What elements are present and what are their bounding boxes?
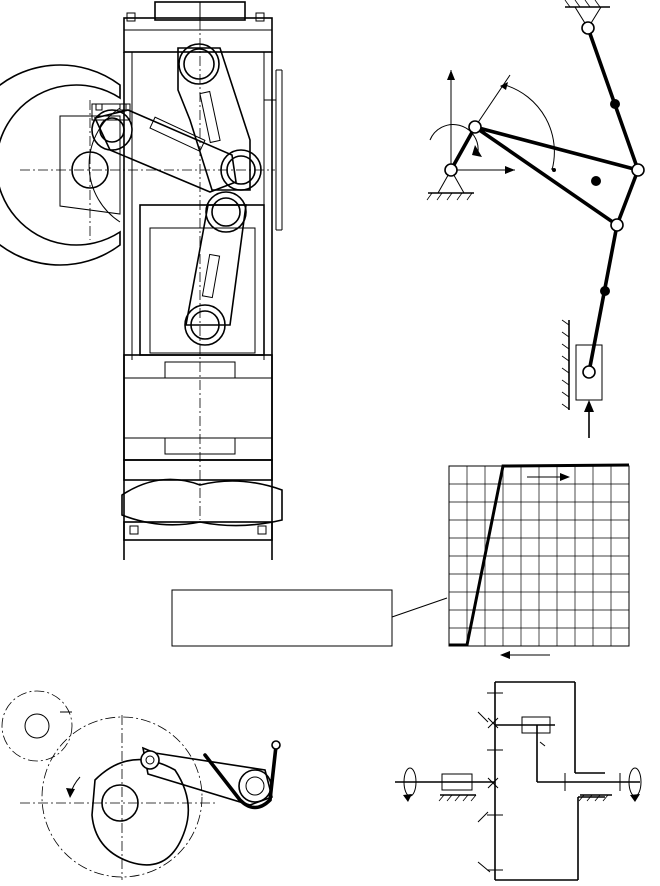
graph-grid [449,466,629,646]
return-arrow-icon [500,651,510,659]
linkage-kinematic-diagram [426,0,645,438]
mass-center-rod [600,286,610,296]
pivot-lower [610,218,624,232]
forward-arrow-icon [560,473,570,481]
ram-motion-graph [171,463,630,659]
press-mechanism-drawing [0,1,283,560]
gear-train-schematic [395,681,642,881]
annotation-box [171,589,393,647]
cam-feed-mechanism [1,690,281,880]
force-arrow-icon [584,400,594,412]
y-axis-arrow-icon [447,70,455,80]
mass-center-triangle [591,176,601,186]
pivot-right [631,163,645,177]
pivot-top [581,21,595,35]
rotation-arrow-icon [472,145,482,157]
pivot-crank [444,163,458,177]
mass-center-link [610,99,620,109]
pivot-crank-pin [468,120,482,134]
annotation-leader [391,597,448,618]
motion-curve [449,463,630,647]
